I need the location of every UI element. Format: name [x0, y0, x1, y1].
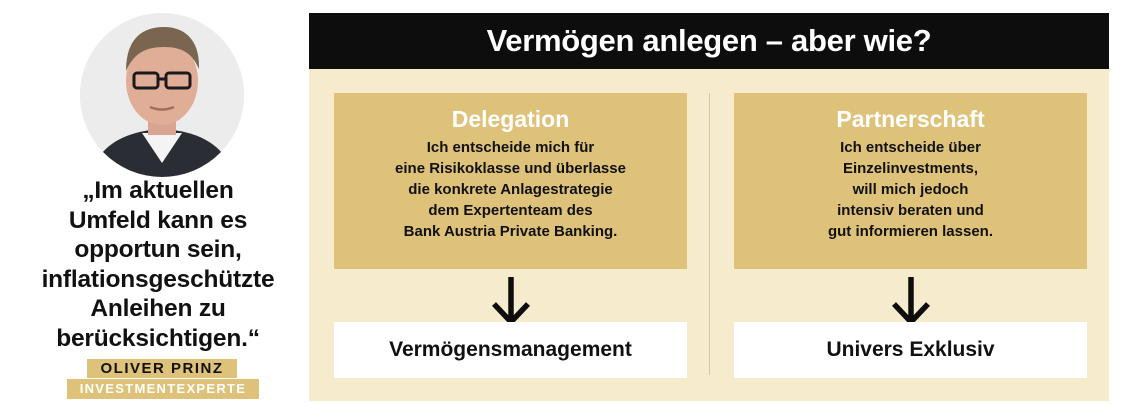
option-box-delegation: Delegation Ich entscheide mich für eine … [334, 93, 687, 269]
option-box-partnerschaft: Partnerschaft Ich entscheide über Einzel… [734, 93, 1087, 269]
column-divider [709, 93, 710, 375]
person-name-badge: OLIVER PRINZ [87, 359, 237, 378]
quote-line: Umfeld kann es [68, 206, 248, 234]
diagram-panel: Vermögen anlegen – aber wie? Delegation … [309, 13, 1109, 401]
option-text-line: dem Expertenteam des [428, 202, 593, 219]
result-box-vermoegensmanagement: Vermögensmanagement [334, 322, 687, 378]
option-text-line: die konkrete Anlagestrategie [408, 181, 613, 198]
portrait-illustration [80, 13, 244, 177]
quote-line: berücksichtigen.“ [56, 324, 260, 352]
option-text-line: Bank Austria Private Banking. [403, 223, 618, 240]
quote-line: „Im aktuellen [82, 177, 234, 204]
option-title: Delegation [451, 106, 570, 132]
arrow-down-icon [892, 277, 930, 327]
person-role-badge: INVESTMENTEXPERTE [67, 379, 259, 399]
option-text-line: Ich entscheide über [840, 139, 981, 156]
option-text-line: gut informieren lassen. [827, 223, 994, 240]
quote-line: inflationsgeschützte [41, 265, 275, 293]
option-title: Partnerschaft [836, 106, 985, 132]
quote-line: opportun sein, [74, 236, 242, 263]
diagram-title: Vermögen anlegen – aber wie? [309, 13, 1109, 69]
option-description: Ich entscheide über Einzelinvestments, w… [734, 137, 1087, 242]
portrait-photo [80, 13, 244, 177]
quote-text: „Im aktuellen Umfeld kann es opportun se… [8, 176, 308, 353]
option-text-line: Einzelinvestments, [842, 160, 979, 177]
quote-line: Anleihen zu [90, 295, 226, 322]
option-text-line: Ich entscheide mich für [426, 139, 595, 156]
arrow-down-icon [492, 277, 530, 327]
result-box-univers-exklusiv: Univers Exklusiv [734, 322, 1087, 378]
option-text-line: will mich jedoch [852, 181, 969, 198]
option-text-line: intensiv beraten und [837, 202, 984, 219]
option-description: Ich entscheide mich für eine Risikoklass… [334, 137, 687, 242]
option-text-line: eine Risikoklasse und überlasse [395, 160, 626, 177]
